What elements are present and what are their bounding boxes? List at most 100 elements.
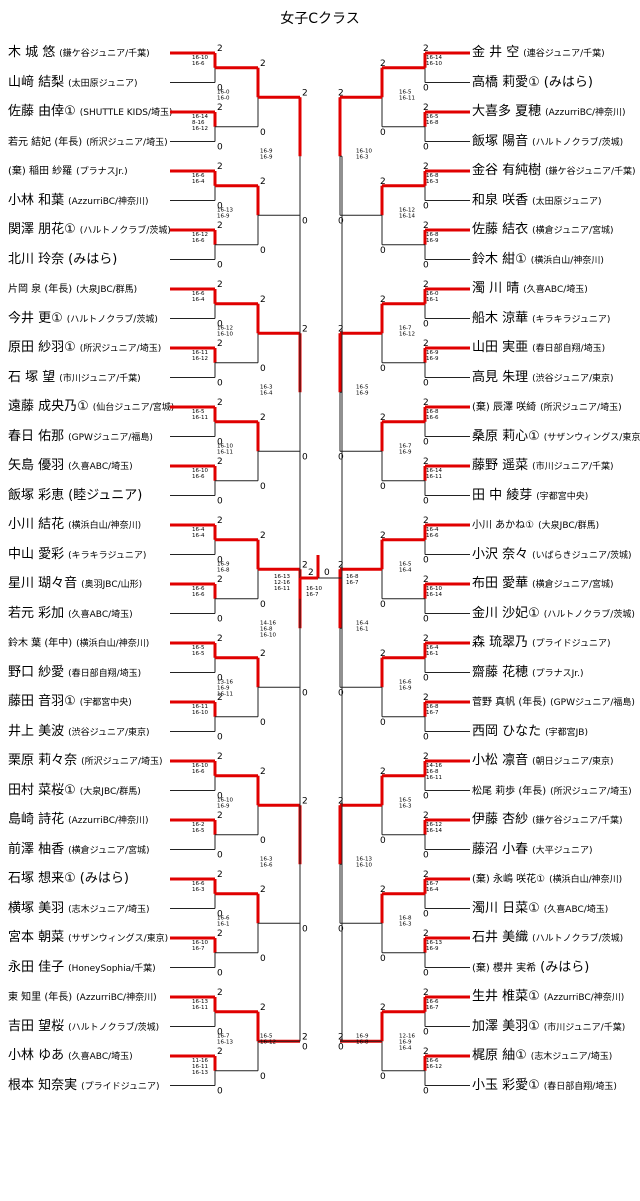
match-score: 16-6 xyxy=(399,679,412,685)
player-club: (渋谷ジュニア/東京) xyxy=(532,373,614,384)
match-score: 16-10 xyxy=(192,468,208,474)
right-player-entry: 石井 美織(ハルトノクラブ/茨城) xyxy=(472,928,623,948)
match-score: 16-10 xyxy=(192,55,208,61)
match-result: 2 xyxy=(423,44,429,54)
match-result: 0 xyxy=(423,379,429,389)
player-name: 若元 結妃 (年長) xyxy=(8,136,83,148)
match-result: 0 xyxy=(423,497,429,507)
match-result: 0 xyxy=(423,969,429,979)
player-club: (横倉ジュニア/宮城) xyxy=(68,845,150,856)
left-player-entry: 飯塚 彩恵(睦ジュニア) xyxy=(8,486,142,506)
player-club: (鎌ケ谷ジュニア/千葉) xyxy=(545,167,636,177)
player-club: (いばらきジュニア/茨城) xyxy=(532,550,632,561)
match-score: 16-8 xyxy=(260,626,273,632)
player-club: (みはら) xyxy=(540,959,590,975)
player-name: 金 井 空 xyxy=(472,45,520,60)
player-club: (久喜ABC/埼玉) xyxy=(68,1052,133,1062)
player-name: 石塚 想来① xyxy=(8,871,76,886)
match-score: 16-4 xyxy=(426,645,439,651)
player-name: 大喜多 夏穂 xyxy=(472,104,542,119)
match-result: 2 xyxy=(423,634,429,644)
player-name: (棄) 永嶋 咲花① xyxy=(472,874,546,885)
match-score: 16-6 xyxy=(192,474,205,480)
match-result: 2 xyxy=(380,295,386,305)
match-score: 16-9 xyxy=(356,1033,369,1039)
match-score: 16-8 xyxy=(426,173,439,179)
match-result: 0 xyxy=(338,216,344,226)
player-club: (春日部自翔/埼玉) xyxy=(68,668,142,679)
right-player-entry: 小川 あかね①(大泉JBC/群馬) xyxy=(472,515,599,535)
player-name: 森 琉翠乃 xyxy=(472,635,529,650)
left-player-entry: 若元 結妃 (年長)(所沢ジュニア/埼玉) xyxy=(8,132,168,152)
match-result: 2 xyxy=(302,324,308,334)
match-score: 16-6 xyxy=(426,415,439,421)
player-name: 東 知里 (年長) xyxy=(8,992,73,1003)
match-result: 2 xyxy=(260,531,266,541)
right-player-entry: 西岡 ひなた(宇都宮JB) xyxy=(472,722,588,742)
match-result: 2 xyxy=(380,649,386,659)
match-result: 2 xyxy=(338,324,344,334)
match-score: 16-12 xyxy=(399,207,415,213)
match-result: 0 xyxy=(423,143,429,153)
match-score: 16-13 xyxy=(356,856,372,862)
match-score: 16-11 xyxy=(192,415,208,421)
left-player-entry: 宮本 朝菜(サザンウィングス/東京) xyxy=(8,928,168,948)
match-result: 2 xyxy=(380,885,386,895)
player-club: (AzzurriBC/神奈川) xyxy=(545,108,626,118)
left-player-entry: 藤田 音羽①(宇都宮中央) xyxy=(8,692,132,712)
player-name: 石 塚 望 xyxy=(8,369,56,385)
player-name: 横塚 美羽 xyxy=(8,900,65,916)
player-club: (横倉ジュニア/宮城) xyxy=(532,580,614,590)
match-result: 2 xyxy=(260,295,266,305)
match-result: 0 xyxy=(423,1028,429,1038)
match-result: 2 xyxy=(423,221,429,231)
match-result: 0 xyxy=(380,836,386,846)
match-score: 16-9 xyxy=(426,946,439,952)
match-score: 16-10 xyxy=(192,940,208,946)
player-club: (市川ジュニア/千葉) xyxy=(532,462,614,472)
right-player-entry: 桑原 莉心①(サザンウィングス/東京) xyxy=(472,427,640,447)
right-player-entry: 藤野 遥菜(市川ジュニア/千葉) xyxy=(472,456,614,476)
left-player-entry: 木 城 悠(鎌ケ谷ジュニア/千葉) xyxy=(8,43,150,63)
right-player-entry: 金川 沙妃①(ハルトノクラブ/茨城) xyxy=(472,604,635,624)
match-score: 16-10 xyxy=(192,710,208,716)
right-player-entry: 菅野 真帆 (年長)(GPWジュニア/福島) xyxy=(472,692,635,712)
match-score: 16-9 xyxy=(399,685,412,691)
match-result: 2 xyxy=(423,811,429,821)
left-player-entry: 田村 菜桜①(大泉JBC/群馬) xyxy=(8,781,141,801)
match-result: 2 xyxy=(423,398,429,408)
match-score: 16-10 xyxy=(260,632,276,638)
player-club: (久喜ABC/埼玉) xyxy=(523,285,588,295)
match-result: 0 xyxy=(260,600,266,610)
match-score: 16-6 xyxy=(192,61,205,67)
match-result: 0 xyxy=(217,792,223,802)
match-result: 0 xyxy=(423,202,429,212)
match-score: 16-10 xyxy=(217,443,233,449)
match-result: 0 xyxy=(423,1087,429,1097)
match-score: 16-11 xyxy=(399,95,415,101)
player-club: (所沢ジュニア/埼玉) xyxy=(81,757,163,767)
match-score: 16-3 xyxy=(399,921,412,927)
match-result: 0 xyxy=(302,452,308,462)
match-result: 0 xyxy=(338,452,344,462)
match-score: 16-7 xyxy=(399,443,412,449)
match-result: 0 xyxy=(217,202,223,212)
match-result: 0 xyxy=(338,924,344,934)
match-result: 2 xyxy=(423,162,429,172)
right-player-entry: 松尾 莉歩 (年長)(所沢ジュニア/埼玉) xyxy=(472,781,632,801)
player-club: (睦ジュニア) xyxy=(68,487,143,503)
left-player-entry: 野口 紗愛(春日部自翔/埼玉) xyxy=(8,663,141,683)
right-player-entry: 飯塚 陽音(ハルトノクラブ/茨城) xyxy=(472,132,623,152)
left-player-entry: 小林 ゆあ(久喜ABC/埼玉) xyxy=(8,1046,133,1066)
player-name: 鈴木 葉 (年中) xyxy=(8,638,73,649)
player-name: 和泉 咲香 xyxy=(472,192,529,208)
match-score: 16-8 xyxy=(426,769,439,775)
match-score: 16-4 xyxy=(426,887,439,893)
match-result: 0 xyxy=(260,482,266,492)
left-player-entry: 横塚 美羽(志木ジュニア/埼玉) xyxy=(8,899,150,919)
right-player-entry: 山田 実亜(春日部自翔/埼玉) xyxy=(472,338,605,358)
match-score: 16-13 xyxy=(217,207,233,213)
match-result: 0 xyxy=(217,320,223,330)
match-result: 2 xyxy=(338,1032,344,1042)
player-name: 金川 沙妃① xyxy=(472,605,540,621)
